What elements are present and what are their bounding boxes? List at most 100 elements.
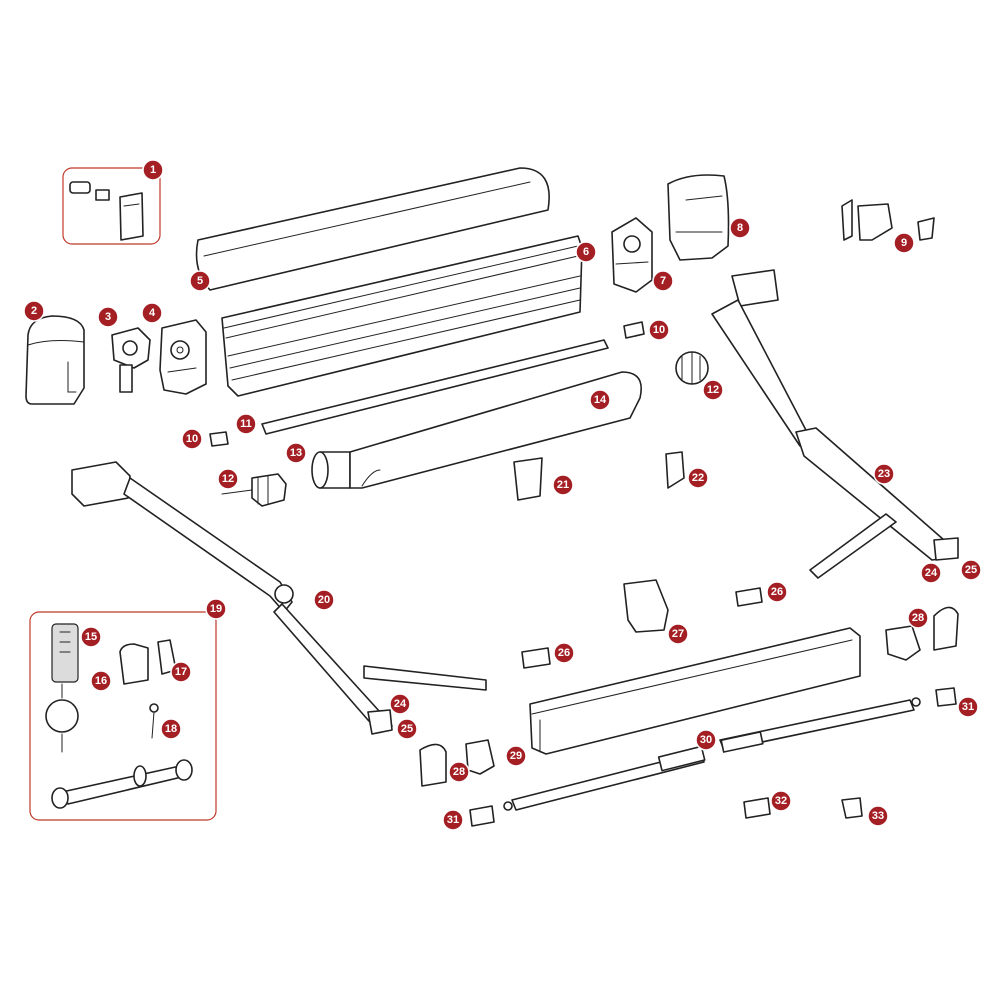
svg-text:13: 13 xyxy=(290,447,302,459)
callout-20: 20 xyxy=(313,589,335,611)
callout-1: 1 xyxy=(142,159,164,181)
svg-text:4: 4 xyxy=(149,307,156,319)
part-6-cassette-profile xyxy=(221,235,583,397)
callout-10-right: 10 xyxy=(648,319,670,341)
svg-text:14: 14 xyxy=(594,394,607,406)
callout-4: 4 xyxy=(141,302,163,324)
callout-7: 7 xyxy=(652,270,674,292)
part-22-holder xyxy=(665,451,685,489)
svg-text:2: 2 xyxy=(31,305,37,317)
callout-26-right: 26 xyxy=(766,581,788,603)
part-31-cap-right xyxy=(935,687,957,707)
part-3-gear xyxy=(111,327,151,393)
callout-23: 23 xyxy=(873,463,895,485)
callout-3: 3 xyxy=(97,306,119,328)
callout-21: 21 xyxy=(552,474,574,496)
svg-text:30: 30 xyxy=(700,734,712,746)
svg-text:31: 31 xyxy=(447,814,459,826)
svg-text:19: 19 xyxy=(210,603,222,615)
callout-19: 19 xyxy=(205,598,227,620)
svg-text:7: 7 xyxy=(660,275,666,287)
svg-text:29: 29 xyxy=(510,750,522,762)
callout-12-right: 12 xyxy=(702,379,724,401)
callout-17: 17 xyxy=(170,661,192,683)
part-12-plug-right xyxy=(675,351,709,385)
svg-text:5: 5 xyxy=(197,275,203,287)
svg-text:24: 24 xyxy=(394,698,407,710)
part-21-support xyxy=(513,457,543,501)
svg-text:27: 27 xyxy=(672,628,684,640)
callout-24-left: 24 xyxy=(389,693,411,715)
callout-badges: 1 2 3 4 5 6 7 8 9 10 10 11 12 12 13 14 1… xyxy=(23,159,982,831)
part-23-arm-right xyxy=(711,269,959,579)
callout-31-left: 31 xyxy=(442,809,464,831)
callout-13: 13 xyxy=(285,442,307,464)
svg-text:26: 26 xyxy=(771,586,783,598)
part-9-bracket xyxy=(841,199,935,241)
part-20-arm-left xyxy=(71,461,487,735)
callout-32: 32 xyxy=(770,790,792,812)
callout-28-right: 28 xyxy=(907,607,929,629)
svg-text:16: 16 xyxy=(95,675,107,687)
callout-25-left: 25 xyxy=(396,718,418,740)
svg-text:33: 33 xyxy=(872,810,884,822)
svg-text:25: 25 xyxy=(401,723,413,735)
callout-9: 9 xyxy=(893,232,915,254)
callout-31-right: 31 xyxy=(957,696,979,718)
callout-26-left: 26 xyxy=(553,642,575,664)
svg-text:32: 32 xyxy=(775,795,787,807)
callout-27: 27 xyxy=(667,623,689,645)
svg-text:6: 6 xyxy=(583,246,589,258)
callout-22: 22 xyxy=(687,467,709,489)
svg-text:15: 15 xyxy=(85,631,97,643)
svg-text:12: 12 xyxy=(707,384,719,396)
part-33-clip xyxy=(841,797,863,819)
part-4-gearbox xyxy=(159,319,207,395)
svg-text:1: 1 xyxy=(150,164,156,176)
callout-16: 16 xyxy=(90,670,112,692)
svg-text:11: 11 xyxy=(240,418,252,430)
part-5-cover xyxy=(195,167,550,291)
svg-text:10: 10 xyxy=(653,324,665,336)
callout-15: 15 xyxy=(80,626,102,648)
part-29-front-profile xyxy=(529,627,861,755)
callout-10-left: 10 xyxy=(181,428,203,450)
svg-text:28: 28 xyxy=(453,766,465,778)
part-10-clip-left xyxy=(209,431,229,447)
svg-text:9: 9 xyxy=(901,237,907,249)
callout-12-left: 12 xyxy=(217,468,239,490)
part-7-drive-head xyxy=(611,217,653,293)
part-8-end-cap-right xyxy=(667,174,730,261)
part-27-bracket xyxy=(623,579,669,633)
svg-text:26: 26 xyxy=(558,647,570,659)
callout-28-left: 28 xyxy=(448,761,470,783)
svg-text:8: 8 xyxy=(737,222,743,234)
callout-5: 5 xyxy=(189,270,211,292)
part-1-cap-kit xyxy=(62,167,161,245)
svg-text:31: 31 xyxy=(962,701,974,713)
part-14-fabric xyxy=(349,371,642,489)
part-10-clip-right xyxy=(623,321,645,339)
svg-text:20: 20 xyxy=(318,594,330,606)
callout-14: 14 xyxy=(589,389,611,411)
callout-30: 30 xyxy=(695,729,717,751)
callout-33: 33 xyxy=(867,805,889,827)
part-26-clip-left xyxy=(521,647,551,669)
svg-text:23: 23 xyxy=(878,468,890,480)
callout-6: 6 xyxy=(575,241,597,263)
part-26-clip-right xyxy=(735,587,763,607)
callout-2: 2 xyxy=(23,300,45,322)
callout-8: 8 xyxy=(729,217,751,239)
part-12-plug-left xyxy=(221,473,287,507)
svg-text:12: 12 xyxy=(222,473,234,485)
svg-text:21: 21 xyxy=(557,479,569,491)
callout-29: 29 xyxy=(505,745,527,767)
svg-text:17: 17 xyxy=(175,666,187,678)
svg-text:25: 25 xyxy=(965,564,977,576)
svg-text:18: 18 xyxy=(165,723,177,735)
part-28-end-right xyxy=(885,606,959,661)
callout-18: 18 xyxy=(160,718,182,740)
callout-25-right: 25 xyxy=(960,559,982,581)
